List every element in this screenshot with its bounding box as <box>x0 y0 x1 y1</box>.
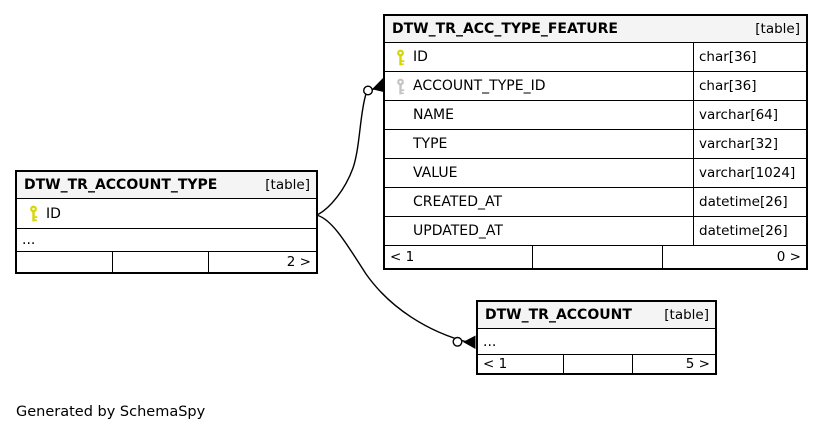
column-name: NAME <box>413 107 454 123</box>
column-type: char[36] <box>693 72 806 100</box>
footer-cell-middle <box>112 252 208 272</box>
column-name: UPDATED_AT <box>413 223 503 239</box>
column-type: datetime[26] <box>693 217 806 245</box>
table-footer: < 1 5 > <box>478 354 715 373</box>
arrowhead-icon <box>372 77 384 92</box>
key-slot-spacer <box>395 223 406 240</box>
column-name: ID <box>413 49 428 65</box>
foreign-key-icon <box>395 78 406 95</box>
footer-cell-middle <box>532 246 662 268</box>
table-title[interactable]: DTW_TR_ACCOUNT <box>485 307 632 323</box>
footer-cell-left <box>17 252 112 272</box>
table-dtw-tr-acc-type-feature[interactable]: DTW_TR_ACC_TYPE_FEATURE [table] ID char[… <box>383 14 808 270</box>
key-slot-spacer <box>395 194 406 211</box>
edge-account-type-to-feature <box>317 87 376 216</box>
column-type: varchar[32] <box>693 130 806 158</box>
footer-cell-right: 5 > <box>632 355 715 373</box>
table-kind-label: [table] <box>664 307 709 323</box>
column-name: CREATED_AT <box>413 194 503 210</box>
table-row: UPDATED_AT datetime[26] <box>385 216 806 245</box>
key-slot-spacer <box>395 165 406 182</box>
hidden-columns-ellipsis: ... <box>17 228 316 251</box>
table-dtw-tr-account-type[interactable]: DTW_TR_ACCOUNT_TYPE [table] ID ... 2 > <box>15 170 318 274</box>
column-type: varchar[1024] <box>693 159 806 187</box>
column-name: TYPE <box>413 136 448 152</box>
table-dtw-tr-account[interactable]: DTW_TR_ACCOUNT [table] ... < 1 5 > <box>476 300 717 375</box>
table-row: NAME varchar[64] <box>385 100 806 129</box>
table-header: DTW_TR_ACC_TYPE_FEATURE [table] <box>385 16 806 43</box>
cardinality-dot-icon <box>452 336 463 347</box>
column-type: char[36] <box>693 43 806 71</box>
table-row: ACCOUNT_TYPE_ID char[36] <box>385 71 806 100</box>
footer-cell-right: 0 > <box>662 246 806 268</box>
table-row: TYPE varchar[32] <box>385 129 806 158</box>
column-name: ID <box>46 205 61 222</box>
table-header: DTW_TR_ACCOUNT [table] <box>478 302 715 329</box>
table-row: ID <box>17 199 316 228</box>
table-footer: 2 > <box>17 251 316 272</box>
table-title[interactable]: DTW_TR_ACC_TYPE_FEATURE <box>392 21 618 37</box>
table-kind-label: [table] <box>755 21 800 37</box>
cardinality-dot-icon <box>363 85 374 96</box>
footer-cell-middle <box>563 355 632 373</box>
generated-by-note: Generated by SchemaSpy <box>16 404 206 420</box>
key-slot-spacer <box>395 136 406 153</box>
table-row: VALUE varchar[1024] <box>385 158 806 187</box>
footer-cell-left: < 1 <box>390 249 415 265</box>
arrowhead-icon <box>463 335 476 349</box>
edge-account-type-to-account <box>317 214 470 344</box>
column-name: VALUE <box>413 165 458 181</box>
primary-key-icon <box>395 49 406 66</box>
table-row: CREATED_AT datetime[26] <box>385 187 806 216</box>
column-name: ACCOUNT_TYPE_ID <box>413 78 546 94</box>
hidden-columns-ellipsis: ... <box>483 333 497 350</box>
key-slot-spacer <box>395 107 406 124</box>
table-kind-label: [table] <box>265 177 310 193</box>
table-row: ID char[36] <box>385 43 806 71</box>
column-type: varchar[64] <box>693 101 806 129</box>
table-footer: < 1 0 > <box>385 245 806 268</box>
table-title[interactable]: DTW_TR_ACCOUNT_TYPE <box>24 177 218 193</box>
primary-key-icon <box>28 205 39 222</box>
table-header: DTW_TR_ACCOUNT_TYPE [table] <box>17 172 316 199</box>
footer-cell-right: 2 > <box>208 252 316 272</box>
footer-cell-left: < 1 <box>483 356 508 372</box>
column-type: datetime[26] <box>693 188 806 216</box>
